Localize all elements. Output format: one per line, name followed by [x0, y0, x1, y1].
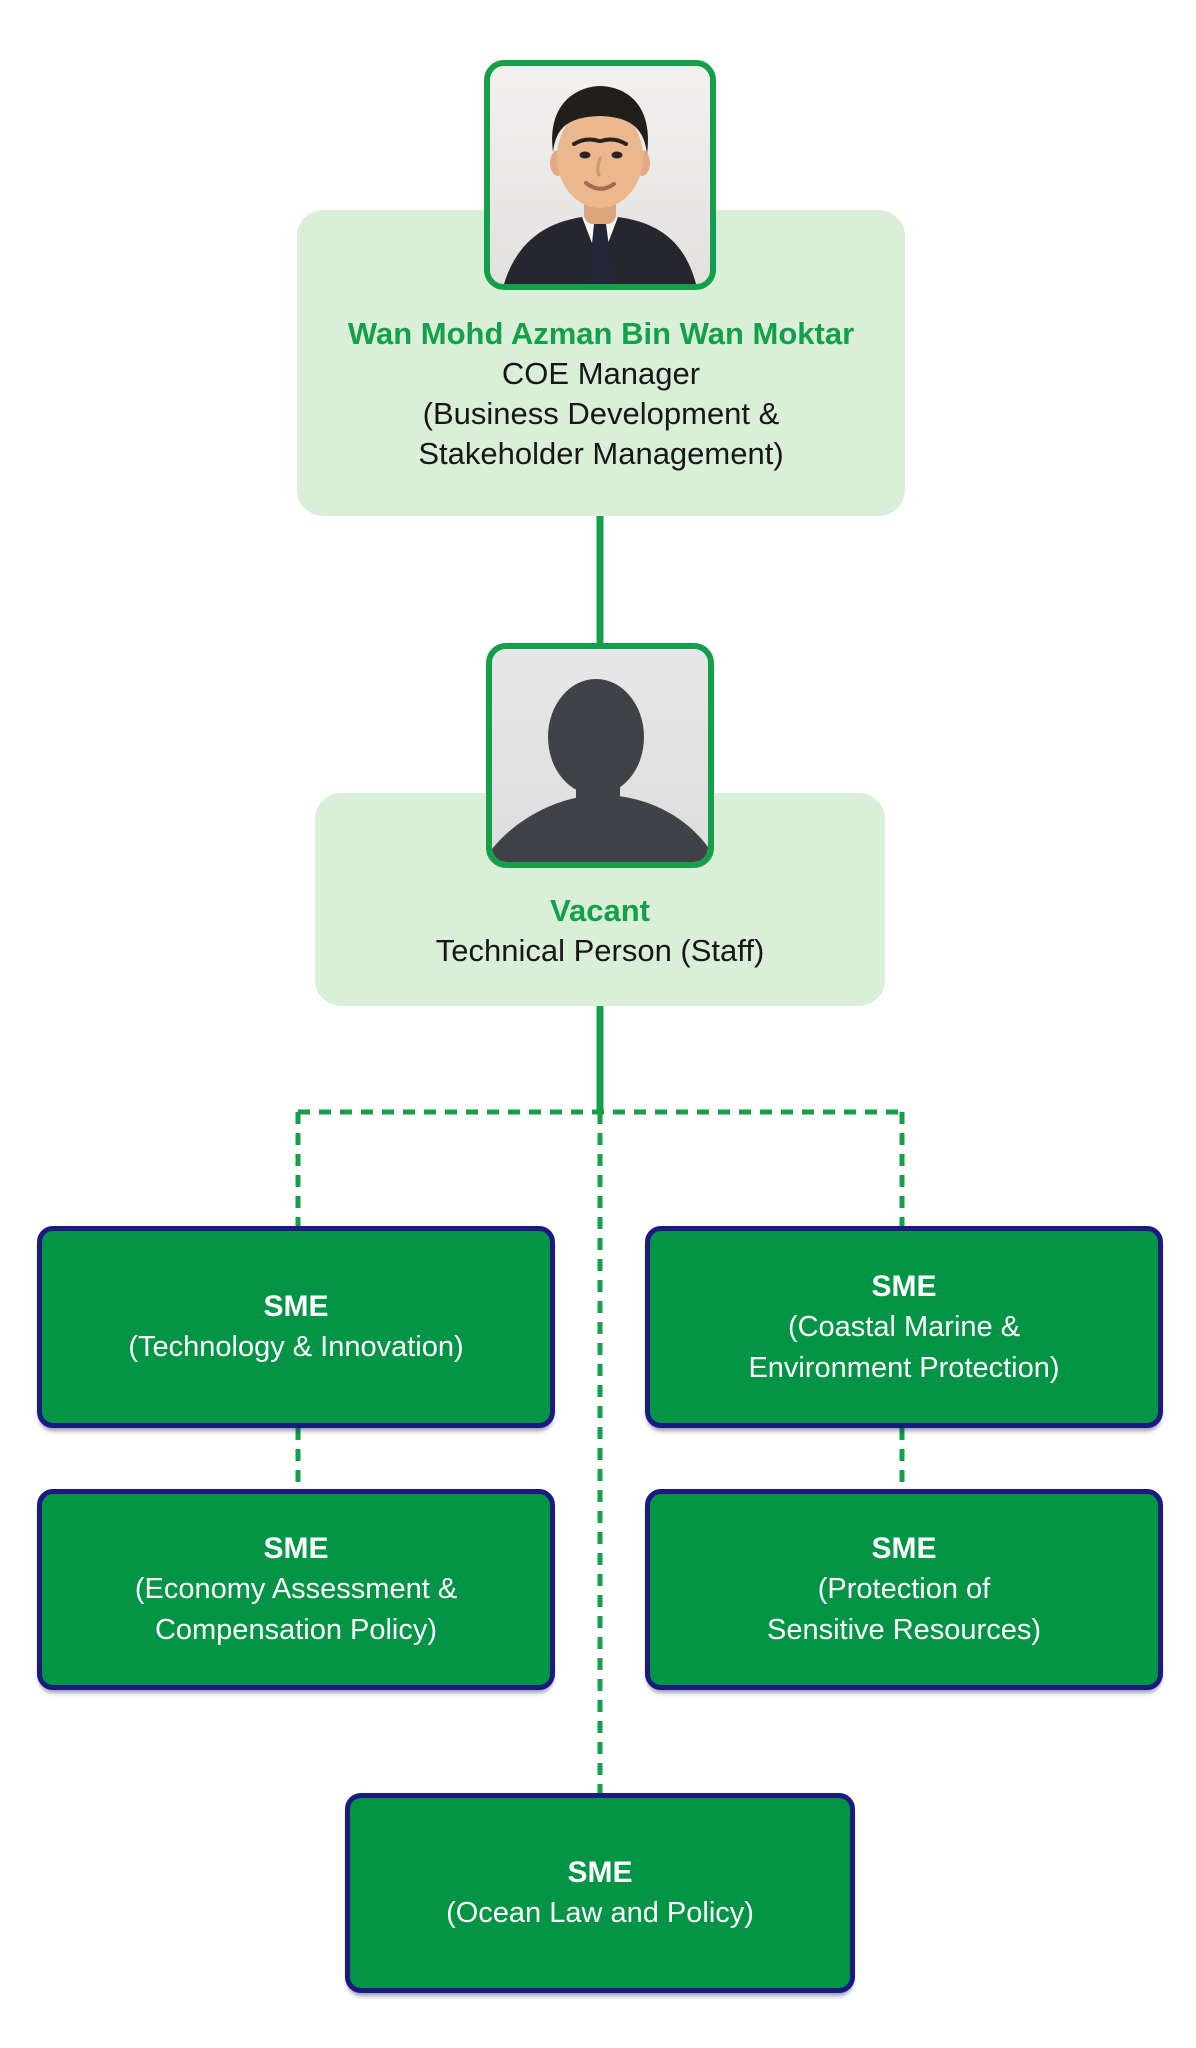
sme-box-label: SME: [871, 1269, 937, 1303]
sme-box-line: (Ocean Law and Policy): [446, 1897, 754, 1929]
sme-box-label: SME: [263, 1290, 329, 1323]
sme-box-label: SME: [263, 1532, 329, 1565]
manager-dept-line1: (Business Development &: [422, 396, 780, 431]
person-silhouette-icon: [492, 649, 708, 862]
sme-box-line: (Economy Assessment &: [134, 1573, 458, 1605]
sme-box-line: Environment Protection): [748, 1351, 1060, 1384]
manager-dept-line2: Stakeholder Management): [418, 436, 784, 471]
portrait-man-icon: [490, 66, 710, 284]
sme-box-ocean-law-policy: SME (Ocean Law and Policy): [345, 1793, 855, 1993]
sme-box-technology-innovation: SME (Technology & Innovation): [37, 1226, 555, 1428]
manager-title: COE Manager: [501, 356, 701, 391]
manager-name: Wan Mohd Azman Bin Wan Moktar: [347, 316, 855, 351]
sme-box-label: SME: [871, 1532, 937, 1565]
sme-box-line: (Protection of: [817, 1573, 991, 1605]
manager-card-text: Wan Mohd Azman Bin Wan Moktar COE Manage…: [297, 314, 905, 474]
manager-photo-frame: [484, 60, 716, 290]
sme-box-protection-sensitive-resources: SME (Protection of Sensitive Resources): [645, 1489, 1163, 1690]
sme-box-line: (Coastal Marine &: [787, 1310, 1021, 1343]
sme-box-label: SME: [567, 1856, 633, 1889]
sme-box-economy-assessment-compensation-policy: SME (Economy Assessment & Compensation P…: [37, 1489, 555, 1690]
staff-card-text: Vacant Technical Person (Staff): [315, 891, 885, 971]
staff-photo-frame: [486, 643, 714, 868]
sme-box-coastal-marine-environment-protection: SME (Coastal Marine & Environment Protec…: [645, 1226, 1163, 1428]
staff-name: Vacant: [550, 893, 650, 928]
staff-title: Technical Person (Staff): [435, 933, 765, 968]
sme-box-line: (Technology & Innovation): [128, 1331, 464, 1363]
sme-box-line: Sensitive Resources): [767, 1614, 1041, 1646]
sme-box-line: Compensation Policy): [154, 1614, 438, 1646]
